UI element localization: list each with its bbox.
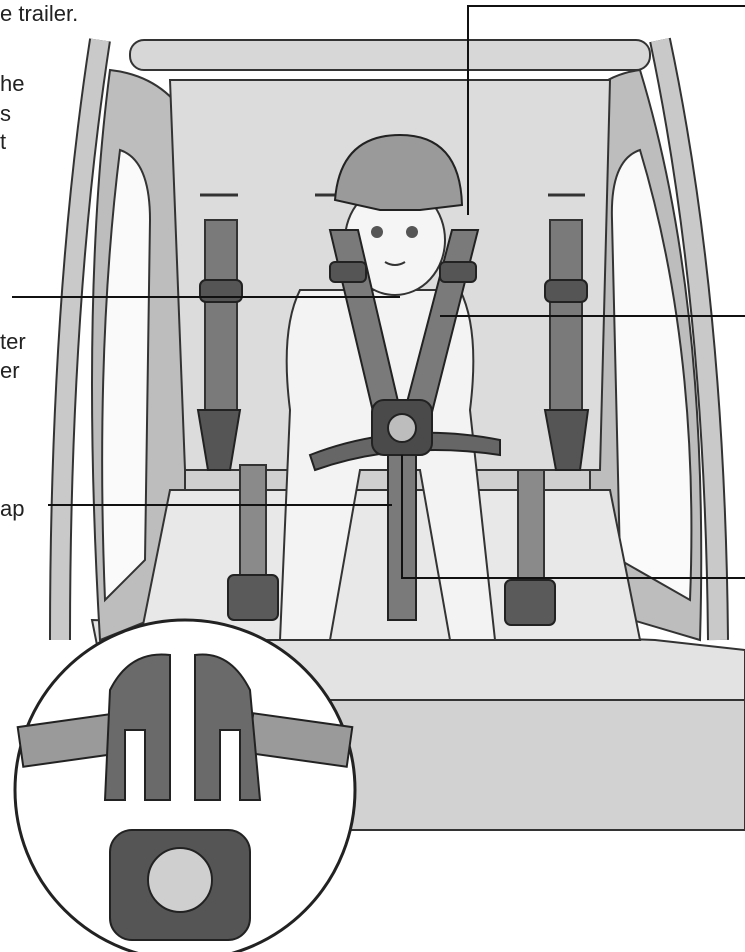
buckle-detail-inset (13, 618, 357, 952)
left-window (101, 148, 152, 603)
lower-anchor-right (504, 469, 556, 626)
callout-label-fragment-1: ter (0, 329, 26, 354)
right-side-strap (543, 219, 590, 471)
left-side-strap (196, 219, 243, 471)
caption-line-b-fragment: s (0, 101, 11, 126)
callout-label-fragment-3: ap (0, 496, 25, 521)
shoulder-straps (328, 229, 480, 422)
release-button-icon (147, 847, 213, 913)
caption-line-c-fragment: t (0, 129, 7, 154)
caption-top-fragment: e trailer. (0, 1, 79, 26)
top-roll-bar (129, 39, 651, 71)
lower-anchor-left (227, 464, 279, 621)
callout-label-fragment-2: er (0, 358, 20, 383)
right-window (610, 148, 693, 602)
right-frame-tube-fill (651, 38, 727, 641)
buckle-icon (371, 399, 433, 456)
helmet-icon (333, 133, 464, 211)
left-frame-tube-fill (51, 38, 109, 641)
caption-line-a-fragment: he (0, 71, 25, 96)
callout-leaders (12, 5, 745, 579)
